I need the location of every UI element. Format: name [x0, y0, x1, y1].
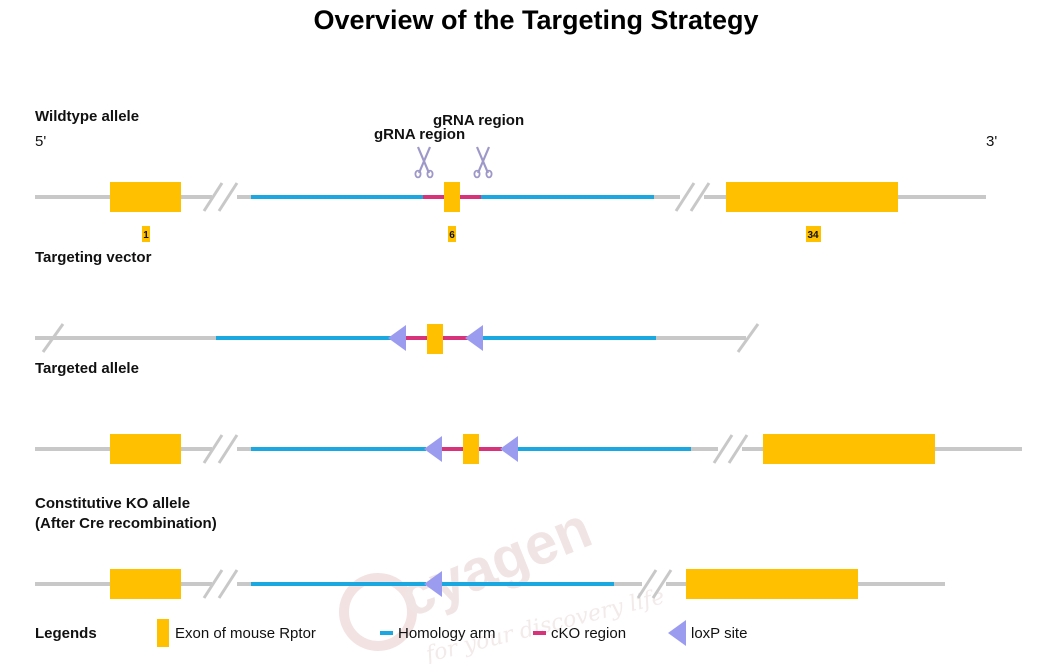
break-mark	[202, 434, 239, 464]
targeting-vector: Targeting vector	[35, 249, 760, 354]
wildtype-allele-label: Wildtype allele	[35, 108, 139, 125]
grna-region-label-left: gRNA region	[374, 126, 465, 143]
exon-1	[110, 182, 181, 212]
exon-6	[463, 434, 479, 464]
page-title: Overview of the Targeting Strategy	[313, 5, 758, 35]
exon-34	[726, 182, 898, 212]
legend-homology-label: Homology arm	[398, 625, 496, 642]
scissors-icon	[473, 146, 493, 179]
targeting-vector-label: Targeting vector	[35, 249, 152, 266]
exon-number-34: 34	[807, 230, 819, 241]
legend-loxp-label: loxP site	[691, 625, 747, 642]
constitutive-ko-allele: Constitutive KO allele (After Cre recomb…	[35, 495, 945, 599]
scissors-icon	[414, 146, 434, 179]
legend-heading: Legends	[35, 625, 97, 642]
exon-number-badge	[142, 226, 150, 242]
ko-allele-sublabel: (After Cre recombination)	[35, 515, 217, 532]
loxp-site	[424, 571, 442, 597]
watermark-logo-icon	[339, 573, 417, 651]
break-mark	[41, 323, 65, 353]
targeted-allele-label: Targeted allele	[35, 360, 139, 377]
exon-number-1: 1	[143, 230, 149, 241]
legend-loxp-icon	[668, 620, 686, 646]
exon-number-6: 6	[449, 230, 455, 241]
five-prime-label: 5'	[35, 133, 46, 150]
break-mark	[712, 434, 749, 464]
break-mark	[674, 182, 711, 212]
exon-34	[686, 569, 858, 599]
break-mark	[636, 569, 673, 599]
legend-cko-label: cKO region	[551, 625, 626, 642]
legend-exon-swatch	[157, 619, 169, 647]
exon-number-badge	[448, 226, 456, 242]
loxp-site	[500, 436, 518, 462]
three-prime-label: 3'	[986, 133, 997, 150]
loxp-site	[388, 325, 406, 351]
exon-number-badge	[806, 226, 821, 242]
exon-34	[763, 434, 935, 464]
exon-6	[444, 182, 460, 212]
targeted-allele: Targeted allele	[35, 360, 1022, 464]
loxp-site	[465, 325, 483, 351]
break-mark	[202, 182, 239, 212]
exon-1	[110, 434, 181, 464]
wildtype-allele: Wildtype allele 5' 3' gRNA region gRNA r…	[35, 108, 997, 242]
ko-allele-label: Constitutive KO allele	[35, 495, 190, 512]
break-mark	[736, 323, 760, 353]
grna-region-label-right: gRNA region	[433, 112, 524, 129]
legend-exon-label: Exon of mouse Rptor	[175, 625, 316, 642]
exon-1	[110, 569, 181, 599]
exon-6	[427, 324, 443, 354]
loxp-site	[424, 436, 442, 462]
legend: Legends Exon of mouse Rptor Homology arm…	[35, 619, 747, 647]
break-mark	[202, 569, 239, 599]
